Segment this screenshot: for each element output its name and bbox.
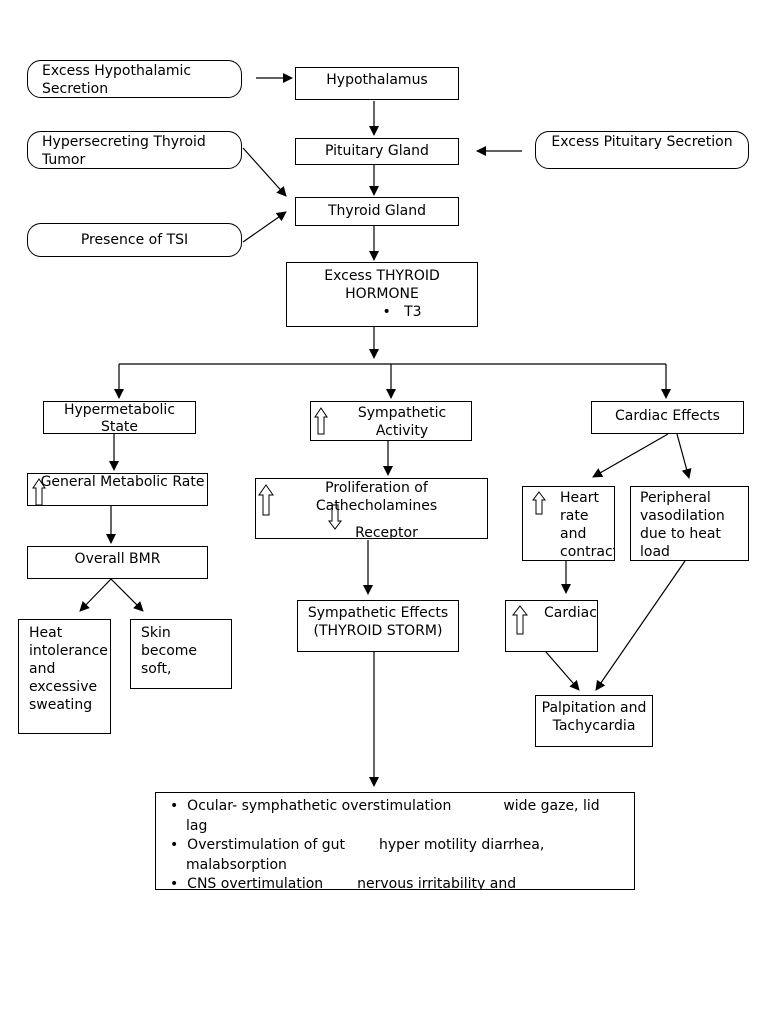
peripheral-node: Peripheral vasodilation due to heat load [630, 486, 749, 561]
excess-pituitary-node: Excess Pituitary Secretion [535, 131, 749, 169]
excess-hormone-label: Excess THYROID HORMONE [324, 268, 440, 302]
hypothalamus-label: Hypothalamus [326, 72, 428, 88]
up-arrow-icon [314, 407, 328, 435]
heat-intolerance-label: Heat intolerance and excessive sweating [29, 625, 108, 713]
pituitary-gland-node: Pituitary Gland [295, 138, 459, 165]
cardiac-node: Cardiac [505, 600, 598, 652]
overall-bmr-label: Overall BMR [74, 551, 161, 567]
presence-tsi-node: Presence of TSI [27, 223, 242, 257]
sympathetic-label: Sympathetic Activity [357, 405, 447, 439]
hypothalamus-node: Hypothalamus [295, 67, 459, 100]
arrow-cardiac-to-heart [592, 433, 669, 478]
heart-rate-node: Heart rate and contractility [522, 486, 615, 561]
receptor-label: Receptor [355, 525, 418, 539]
excess-pituitary-label: Excess Pituitary Secretion [551, 134, 733, 150]
arrow-peripheral-to-palpitation [595, 560, 686, 691]
proliferation-label: Proliferation of Cathecholamines [315, 480, 438, 514]
excess-hypothalamic-label: Excess Hypothalamic Secretion [42, 63, 192, 97]
excess-hormone-bullet: • T3 [382, 304, 422, 320]
up-arrow-icon [512, 605, 528, 635]
cardiac-effects-label: Cardiac Effects [615, 408, 720, 424]
thyroid-gland-label: Thyroid Gland [327, 203, 427, 219]
overall-bmr-node: Overall BMR [27, 546, 208, 579]
hypersecreting-tumor-node: Hypersecreting Thyroid Tumor [27, 131, 242, 169]
skin-label: Skin become soft, [141, 625, 198, 677]
general-metabolic-label: General Metabolic Rate [40, 474, 205, 490]
excess-hypothalamic-node: Excess Hypothalamic Secretion [27, 60, 242, 98]
excess-hormone-node: Excess THYROID HORMONE • T3 [286, 262, 478, 327]
up-arrow-icon [32, 478, 46, 505]
down-arrow-icon [328, 504, 342, 530]
sympathetic-effects-node: Sympathetic Effects (THYROID STORM) [297, 600, 459, 652]
presence-tsi-label: Presence of TSI [80, 232, 189, 248]
arrow-tsi-to-thyroid [242, 211, 287, 243]
skin-node: Skin become soft, [130, 619, 232, 689]
palpitation-node: Palpitation and Tachycardia [535, 695, 653, 747]
palpitation-label: Palpitation and Tachycardia [541, 700, 647, 734]
arrow-cardiac-to-peripheral [676, 433, 692, 479]
heat-intolerance-node: Heat intolerance and excessive sweating [18, 619, 111, 734]
cardiac-label: Cardiac [544, 605, 597, 621]
sympathetic-node: Sympathetic Activity [310, 401, 472, 441]
arrow-cardiac-to-palpitation [545, 651, 580, 691]
hypermetabolic-label: Hypermetabolic State [63, 402, 176, 434]
hypersecreting-tumor-label: Hypersecreting Thyroid Tumor [42, 134, 206, 168]
general-metabolic-node: General Metabolic Rate [27, 473, 208, 506]
sympathetic-effects-label: Sympathetic Effects (THYROID STORM) [307, 605, 449, 639]
thyroid-gland-node: Thyroid Gland [295, 197, 459, 226]
heart-rate-label: Heart rate and contractility [560, 490, 614, 560]
proliferation-node: Proliferation of Cathecholamines Recepto… [255, 478, 488, 539]
peripheral-label: Peripheral vasodilation due to heat load [640, 490, 725, 560]
arrow-tumor-to-thyroid [242, 147, 287, 197]
cardiac-effects-node: Cardiac Effects [591, 401, 744, 434]
arrow-bmr-to-skin [110, 578, 144, 612]
up-arrow-icon [258, 484, 274, 516]
up-arrow-icon [532, 491, 546, 515]
arrow-bmr-to-heat [79, 578, 112, 612]
hypermetabolic-node: Hypermetabolic State [43, 401, 196, 434]
pituitary-gland-label: Pituitary Gland [325, 143, 429, 159]
